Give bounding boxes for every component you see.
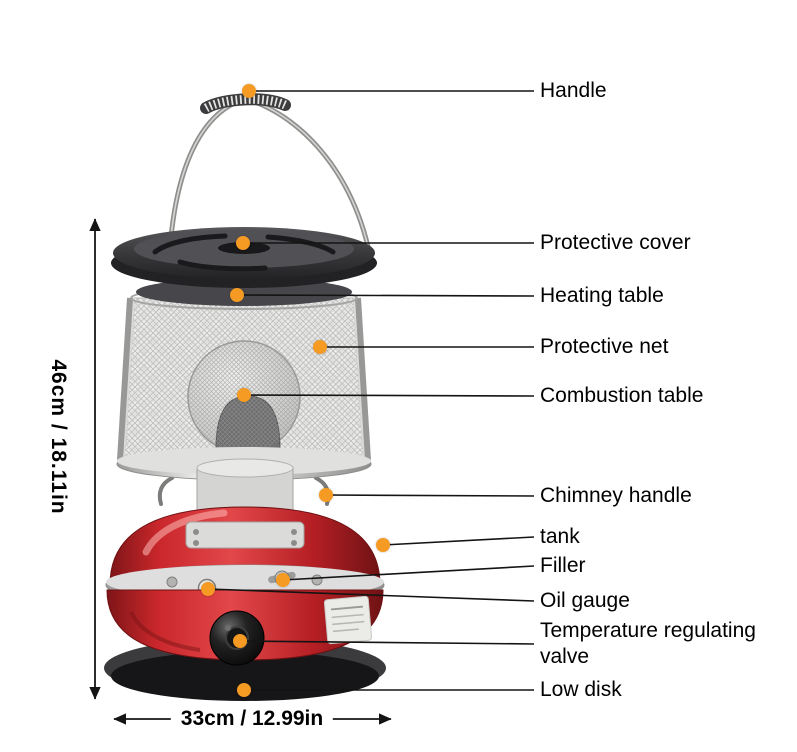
- width-dimension-label: 33cm / 12.99in: [170, 707, 334, 731]
- callout-line-oil-gauge: [207, 588, 535, 602]
- callout-label-protective-net: Protective net: [540, 334, 669, 358]
- callout-line-chimney-handle: [325, 494, 535, 497]
- callout-label-combustion-table: Combustion table: [540, 383, 704, 407]
- callout-label-handle: Handle: [540, 78, 607, 102]
- callout-dot-oil-gauge: [201, 582, 215, 596]
- callout-label-temperature-regulating-valve: Temperature regulating valve: [540, 618, 756, 668]
- callout-dot-chimney-handle: [319, 488, 333, 502]
- callout-label-low-disk: Low disk: [540, 677, 622, 701]
- callout-dot-combustion-table: [237, 388, 251, 402]
- callout-dot-low-disk: [237, 683, 251, 697]
- callout-dot-filler: [276, 573, 290, 587]
- net-mesh-overlay: [121, 298, 367, 460]
- callout-line-temperature-regulating-valve: [239, 640, 535, 645]
- callout-dot-heating-table: [230, 288, 244, 302]
- protective-cover-part: [111, 227, 377, 288]
- callout-line-heating-table: [236, 294, 535, 297]
- label-sticker: [323, 595, 373, 645]
- callout-dot-protective-net: [313, 340, 327, 354]
- callout-label-tank: tank: [540, 524, 580, 548]
- callout-label-filler: Filler: [540, 553, 586, 577]
- callout-line-filler: [282, 565, 535, 581]
- callout-dot-handle: [242, 84, 256, 98]
- callout-dot-temperature-regulating-valve: [233, 634, 247, 648]
- callout-dot-tank: [376, 538, 390, 552]
- callout-label-oil-gauge: Oil gauge: [540, 588, 630, 612]
- callout-label-protective-cover: Protective cover: [540, 230, 691, 254]
- callout-line-tank: [382, 536, 535, 546]
- chimney-part: [116, 447, 372, 529]
- callout-label-chimney-handle: Chimney handle: [540, 483, 692, 507]
- callout-line-combustion-table: [243, 394, 535, 397]
- callout-dot-protective-cover: [236, 236, 250, 250]
- callout-label-heating-table: Heating table: [540, 283, 664, 307]
- height-dimension-label: 46cm / 18.11in: [47, 359, 70, 515]
- handle-part: [166, 93, 373, 264]
